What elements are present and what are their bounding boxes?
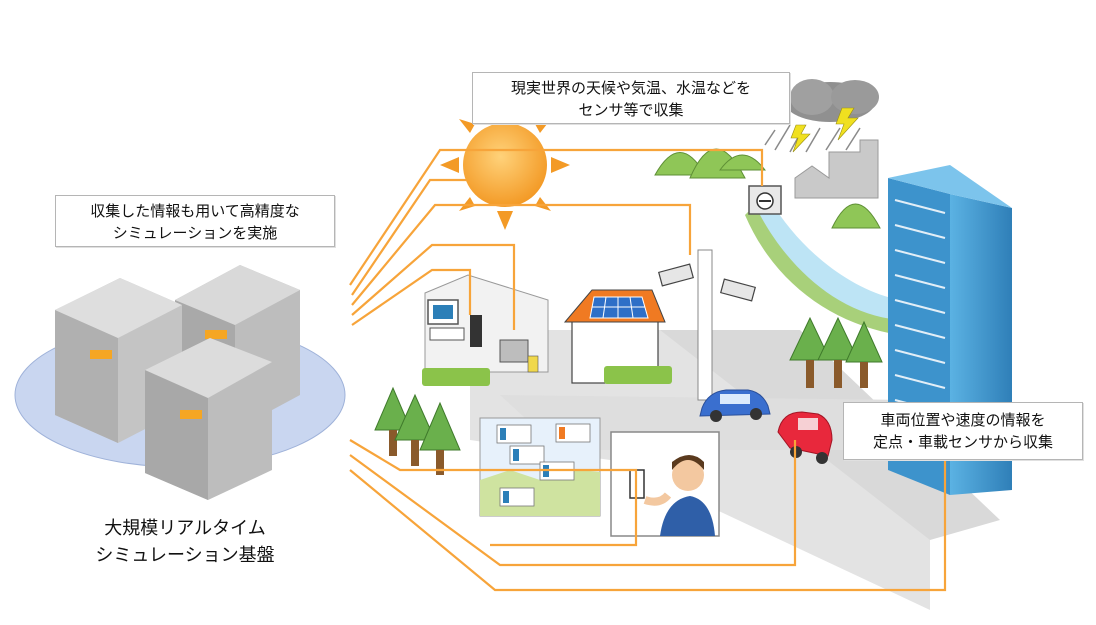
- platform-label-line-1: 大規模リアルタイム: [104, 518, 266, 539]
- hills: [654, 148, 881, 229]
- river: [745, 195, 900, 335]
- traffic-camera-pole-icon: [657, 249, 757, 401]
- simulation-platform-icon: [14, 265, 346, 500]
- car-red-icon: [777, 411, 833, 464]
- tree-group-left: [374, 386, 461, 475]
- car-blue-icon: [699, 389, 771, 422]
- map-panel-icon: [479, 417, 601, 517]
- sensor-collection-callout: 現実世界の天候や気温、水温などを センサ等で収集: [472, 72, 790, 124]
- vehicle-callout-line-2: 定点・車載センサから収集: [872, 433, 1053, 451]
- water-sensor-icon: [748, 185, 782, 215]
- smart-home-icon: [422, 274, 549, 386]
- simulation-callout: 収集した情報も用いて高精度な シミュレーションを実施: [55, 195, 335, 247]
- sensor-callout-line-1: 現実世界の天候や気温、水温などを: [510, 79, 751, 97]
- platform-label-line-2: シミュレーション基盤: [95, 545, 275, 566]
- smartphone-user-icon: [610, 431, 720, 537]
- distant-city-icon: [794, 139, 879, 199]
- tree-group-right: [789, 316, 883, 388]
- solar-house-icon: [563, 289, 672, 384]
- sensor-callout-line-2: センサ等で収集: [578, 101, 684, 119]
- storm-cloud-icon: [764, 79, 879, 153]
- vehicle-info-callout: 車両位置や速度の情報を 定点・車載センサから収集: [843, 402, 1083, 460]
- platform-label: 大規模リアルタイム シミュレーション基盤: [55, 515, 315, 569]
- data-connector-lines: [349, 148, 947, 592]
- vehicle-callout-line-1: 車両位置や速度の情報を: [880, 411, 1046, 429]
- simulation-callout-line-2: シミュレーションを実施: [112, 224, 278, 242]
- simulation-callout-line-1: 収集した情報も用いて高精度な: [90, 202, 300, 220]
